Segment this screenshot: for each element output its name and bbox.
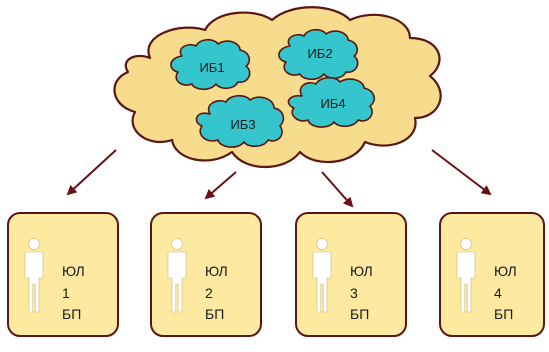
entity-number: 3: [350, 285, 358, 301]
entity-sub-label: БП: [205, 306, 224, 322]
big-cloud-shape: [113, 6, 442, 169]
entity-type-label: ЮЛ: [350, 263, 373, 279]
small-cloud-ib3: ИБ3: [195, 94, 285, 148]
small-cloud-shape: [287, 76, 376, 128]
entity-type-label: ЮЛ: [494, 263, 517, 279]
entity-sub-label: БП: [494, 306, 513, 322]
small-cloud-shape: [195, 94, 285, 148]
entity-number: 4: [494, 285, 502, 301]
small-cloud-shape: [278, 28, 359, 81]
person-icon: [24, 238, 44, 313]
arrow-to-entity-1: [66, 149, 117, 196]
arrow-to-entity-4: [431, 149, 492, 196]
entity-box-2: ЮЛ 2 БП: [150, 212, 262, 337]
entity-sub-label: БП: [62, 306, 81, 322]
entity-box-1: ЮЛ 1 БП: [7, 212, 119, 337]
entity-type-label: ЮЛ: [62, 263, 85, 279]
entity-sub-label: БП: [350, 306, 369, 322]
entity-number: 2: [205, 285, 213, 301]
small-cloud-ib1: ИБ1: [170, 38, 251, 91]
small-cloud-ib2: ИБ2: [278, 28, 359, 81]
arrow-to-entity-2: [204, 171, 237, 200]
entity-box-frame: [439, 212, 545, 337]
small-cloud-label: ИБ2: [307, 46, 332, 61]
arrow-to-entity-3: [321, 171, 354, 208]
person-icon: [312, 238, 332, 313]
entity-box-4: ЮЛ 4 БП: [439, 212, 545, 337]
small-cloud-label: ИБ3: [230, 117, 255, 132]
small-cloud-label: ИБ1: [199, 60, 224, 75]
small-cloud-shape: [170, 38, 251, 91]
person-icon: [456, 238, 476, 313]
entity-number: 1: [62, 285, 70, 301]
big-cloud: [113, 6, 442, 169]
entity-type-label: ЮЛ: [205, 263, 228, 279]
small-cloud-label: ИБ4: [320, 96, 345, 111]
person-icon: [167, 238, 187, 313]
small-cloud-ib4: ИБ4: [287, 76, 376, 128]
entity-box-3: ЮЛ 3 БП: [295, 212, 407, 337]
